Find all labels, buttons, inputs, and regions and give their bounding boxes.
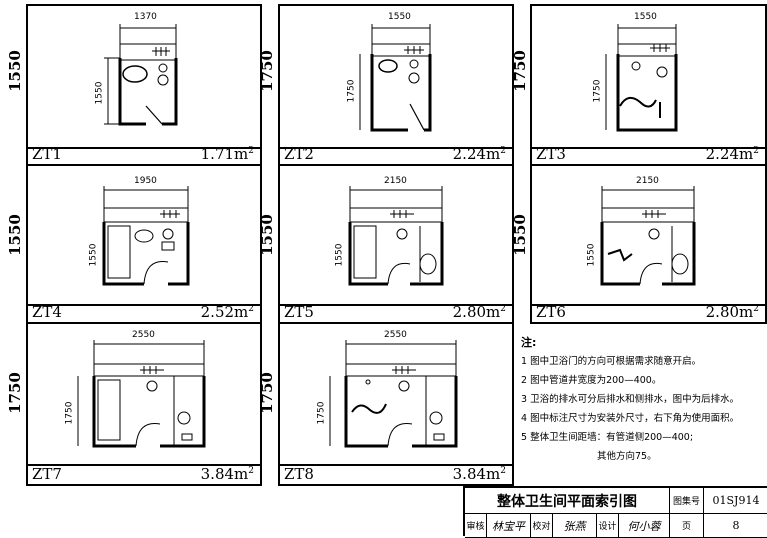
review-signature: 林宝平 (487, 514, 531, 538)
unit-code: ZT4 (32, 303, 62, 321)
floor-plan-zt3 (605, 24, 678, 132)
row-dim-zt5: 1550 (257, 214, 276, 256)
floor-plan-zt5 (348, 186, 444, 286)
unit-area: 3.84m2 (200, 465, 254, 483)
width-dim-zt6: 2150 (636, 176, 659, 186)
unit-code: ZT1 (32, 145, 62, 163)
depth-dim-zt7: 1750 (64, 401, 75, 425)
caption-divider (532, 304, 765, 306)
unit-code: ZT3 (536, 145, 566, 163)
note-item: 4 图中标注尺寸为安装外尺寸，右下角为使用面积。 (521, 413, 740, 424)
review-label: 审核 (465, 514, 487, 538)
caption-divider (280, 147, 512, 149)
depth-dim-zt5: 1550 (334, 243, 345, 267)
row-dim-zt8: 1750 (257, 372, 276, 414)
unit-cell-zt2: 1550 1750 ZT2 2.24m2 (278, 4, 514, 166)
unit-code: ZT8 (284, 465, 314, 483)
width-dim-zt3: 1550 (634, 12, 657, 22)
unit-code: ZT2 (284, 145, 314, 163)
caption-divider (28, 464, 260, 466)
unit-area: 2.80m2 (705, 303, 759, 321)
unit-cell-zt7: 2550 1750 ZT7 3.84m2 (26, 322, 262, 486)
note-item: 5 整体卫生间距墙：有管道侧200—400; (521, 432, 694, 443)
page-label: 页 (670, 514, 704, 538)
floor-plan-zt2 (359, 24, 432, 132)
unit-area: 2.52m2 (200, 303, 254, 321)
depth-dim-zt1: 1550 (94, 81, 105, 105)
note-item: 3 卫浴的排水可分后排水和侧排水，图中为后排水。 (521, 394, 740, 405)
note-item: 其他方向75。 (597, 451, 657, 462)
caption-divider (28, 147, 260, 149)
width-dim-zt7: 2550 (132, 330, 155, 340)
width-dim-zt1: 1370 (134, 12, 157, 22)
depth-dim-zt8: 1750 (316, 401, 327, 425)
check-label: 校对 (531, 514, 553, 538)
design-label: 设计 (597, 514, 619, 538)
depth-dim-zt4: 1550 (88, 243, 99, 267)
notes-panel: 注: 1 图中卫浴门的方向可根据需求随意开启。 2 图中管道井宽度为200—40… (521, 333, 761, 466)
caption-divider (532, 147, 765, 149)
unit-cell-zt6: 2150 1550 ZT6 2.80m2 (530, 164, 767, 324)
floor-plan-zt4 (102, 186, 190, 286)
width-dim-zt2: 1550 (388, 12, 411, 22)
unit-code: ZT7 (32, 465, 62, 483)
check-signature: 张燕 (553, 514, 597, 538)
row-dim-zt7: 1750 (5, 372, 24, 414)
row-dim-zt1: 1550 (5, 50, 24, 92)
design-signature: 何小蓉 (619, 514, 670, 538)
depth-dim-zt2: 1750 (346, 79, 357, 103)
note-item: 1 图中卫浴门的方向可根据需求随意开启。 (521, 356, 702, 367)
unit-code: ZT5 (284, 303, 314, 321)
unit-cell-zt5: 2150 1550 ZT5 2.80m2 (278, 164, 514, 324)
caption-divider (280, 464, 512, 466)
floor-plan-zt7 (77, 340, 206, 448)
atlas-number: 01SJ914 (704, 488, 767, 514)
unit-area: 2.80m2 (452, 303, 506, 321)
caption-divider (280, 304, 512, 306)
unit-cell-zt4: 1950 1550 ZT4 2.52m2 (26, 164, 262, 324)
unit-area: 2.24m2 (705, 145, 759, 163)
row-dim-zt6: 1550 (510, 214, 529, 256)
unit-area: 3.84m2 (452, 465, 506, 483)
unit-cell-zt3: 1550 1750 ZT3 2.24m2 (530, 4, 767, 166)
title-block: 整体卫生间平面索引图 图集号 01SJ914 审核 林宝平 校对 张燕 设计 何… (463, 486, 767, 538)
unit-area: 1.71m2 (200, 145, 254, 163)
unit-cell-zt8: 2550 1750 ZT8 3.84m2 (278, 322, 514, 486)
page-number: 8 (704, 514, 767, 538)
width-dim-zt5: 2150 (384, 176, 407, 186)
drawing-title: 整体卫生间平面索引图 (465, 488, 670, 514)
unit-area: 2.24m2 (452, 145, 506, 163)
row-dim-zt4: 1550 (5, 214, 24, 256)
row-dim-zt3: 1750 (510, 50, 529, 92)
floor-plan-zt8 (329, 340, 458, 448)
floor-plan-zt6 (600, 186, 696, 286)
note-item: 2 图中管道井宽度为200—400。 (521, 375, 662, 386)
row-dim-zt2: 1750 (257, 50, 276, 92)
caption-divider (28, 304, 260, 306)
depth-dim-zt3: 1750 (592, 79, 603, 103)
notes-heading: 注: (521, 336, 537, 349)
unit-code: ZT6 (536, 303, 566, 321)
width-dim-zt4: 1950 (134, 176, 157, 186)
unit-cell-zt1: 1370 1550 ZT1 1.71m2 (26, 4, 262, 166)
floor-plan-zt1 (104, 24, 178, 126)
width-dim-zt8: 2550 (384, 330, 407, 340)
atlas-label: 图集号 (670, 488, 704, 514)
depth-dim-zt6: 1550 (586, 243, 597, 267)
